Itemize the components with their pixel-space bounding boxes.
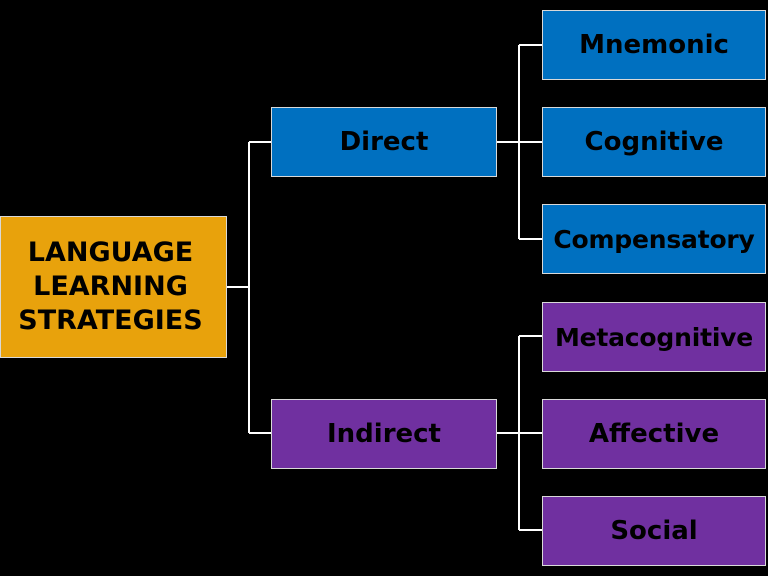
branch-node-direct: Direct xyxy=(271,107,497,177)
leaf-label-mnemonic: Mnemonic xyxy=(579,30,729,60)
leaf-label-compensatory: Compensatory xyxy=(553,224,755,254)
leaf-node-metacognitive: Metacognitive xyxy=(542,302,766,372)
leaf-node-affective: Affective xyxy=(542,399,766,469)
root-line-2: LEARNING xyxy=(33,271,188,302)
leaf-label-cognitive: Cognitive xyxy=(584,127,724,157)
branch-node-indirect: Indirect xyxy=(271,399,497,469)
leaf-label-metacognitive: Metacognitive xyxy=(554,322,754,352)
leaf-node-compensatory: Compensatory xyxy=(542,204,766,274)
branch-label-direct: Direct xyxy=(339,127,429,157)
leaf-label-affective: Affective xyxy=(588,419,720,449)
leaf-node-cognitive: Cognitive xyxy=(542,107,766,177)
root-line-1: LANGUAGE xyxy=(27,237,194,268)
leaf-label-social: Social xyxy=(610,516,698,546)
root-line-3: STRATEGIES xyxy=(18,305,203,336)
branch-label-indirect: Indirect xyxy=(326,419,441,449)
leaf-node-social: Social xyxy=(542,496,766,566)
root-node: LANGUAGE LEARNING STRATEGIES xyxy=(0,216,227,358)
leaf-node-mnemonic: Mnemonic xyxy=(542,10,766,80)
